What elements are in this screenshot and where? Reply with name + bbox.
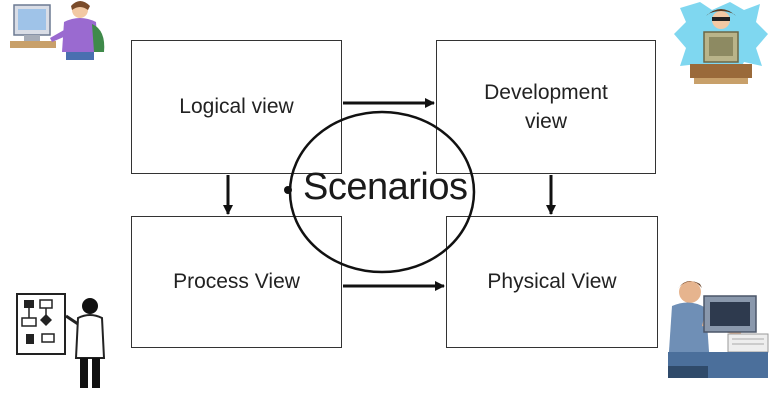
engineer-at-terminal-icon: [674, 2, 768, 84]
office-worker-at-computer-icon: [10, 1, 105, 60]
physical-view-label: Physical View: [487, 270, 617, 294]
logical-view-box: Logical view: [131, 40, 342, 174]
development-view-label: Development view: [484, 80, 608, 133]
physical-view-box: Physical View: [446, 216, 658, 348]
logical-view-label: Logical view: [179, 95, 294, 119]
scenarios-bullet: [284, 186, 292, 194]
process-view-label: Process View: [173, 270, 300, 294]
technician-at-computer-icon: [668, 281, 769, 378]
development-view-box: Development view: [436, 40, 656, 174]
analyst-at-flowchart-icon: [16, 293, 106, 388]
scenarios-label: Scenarios: [303, 166, 468, 208]
